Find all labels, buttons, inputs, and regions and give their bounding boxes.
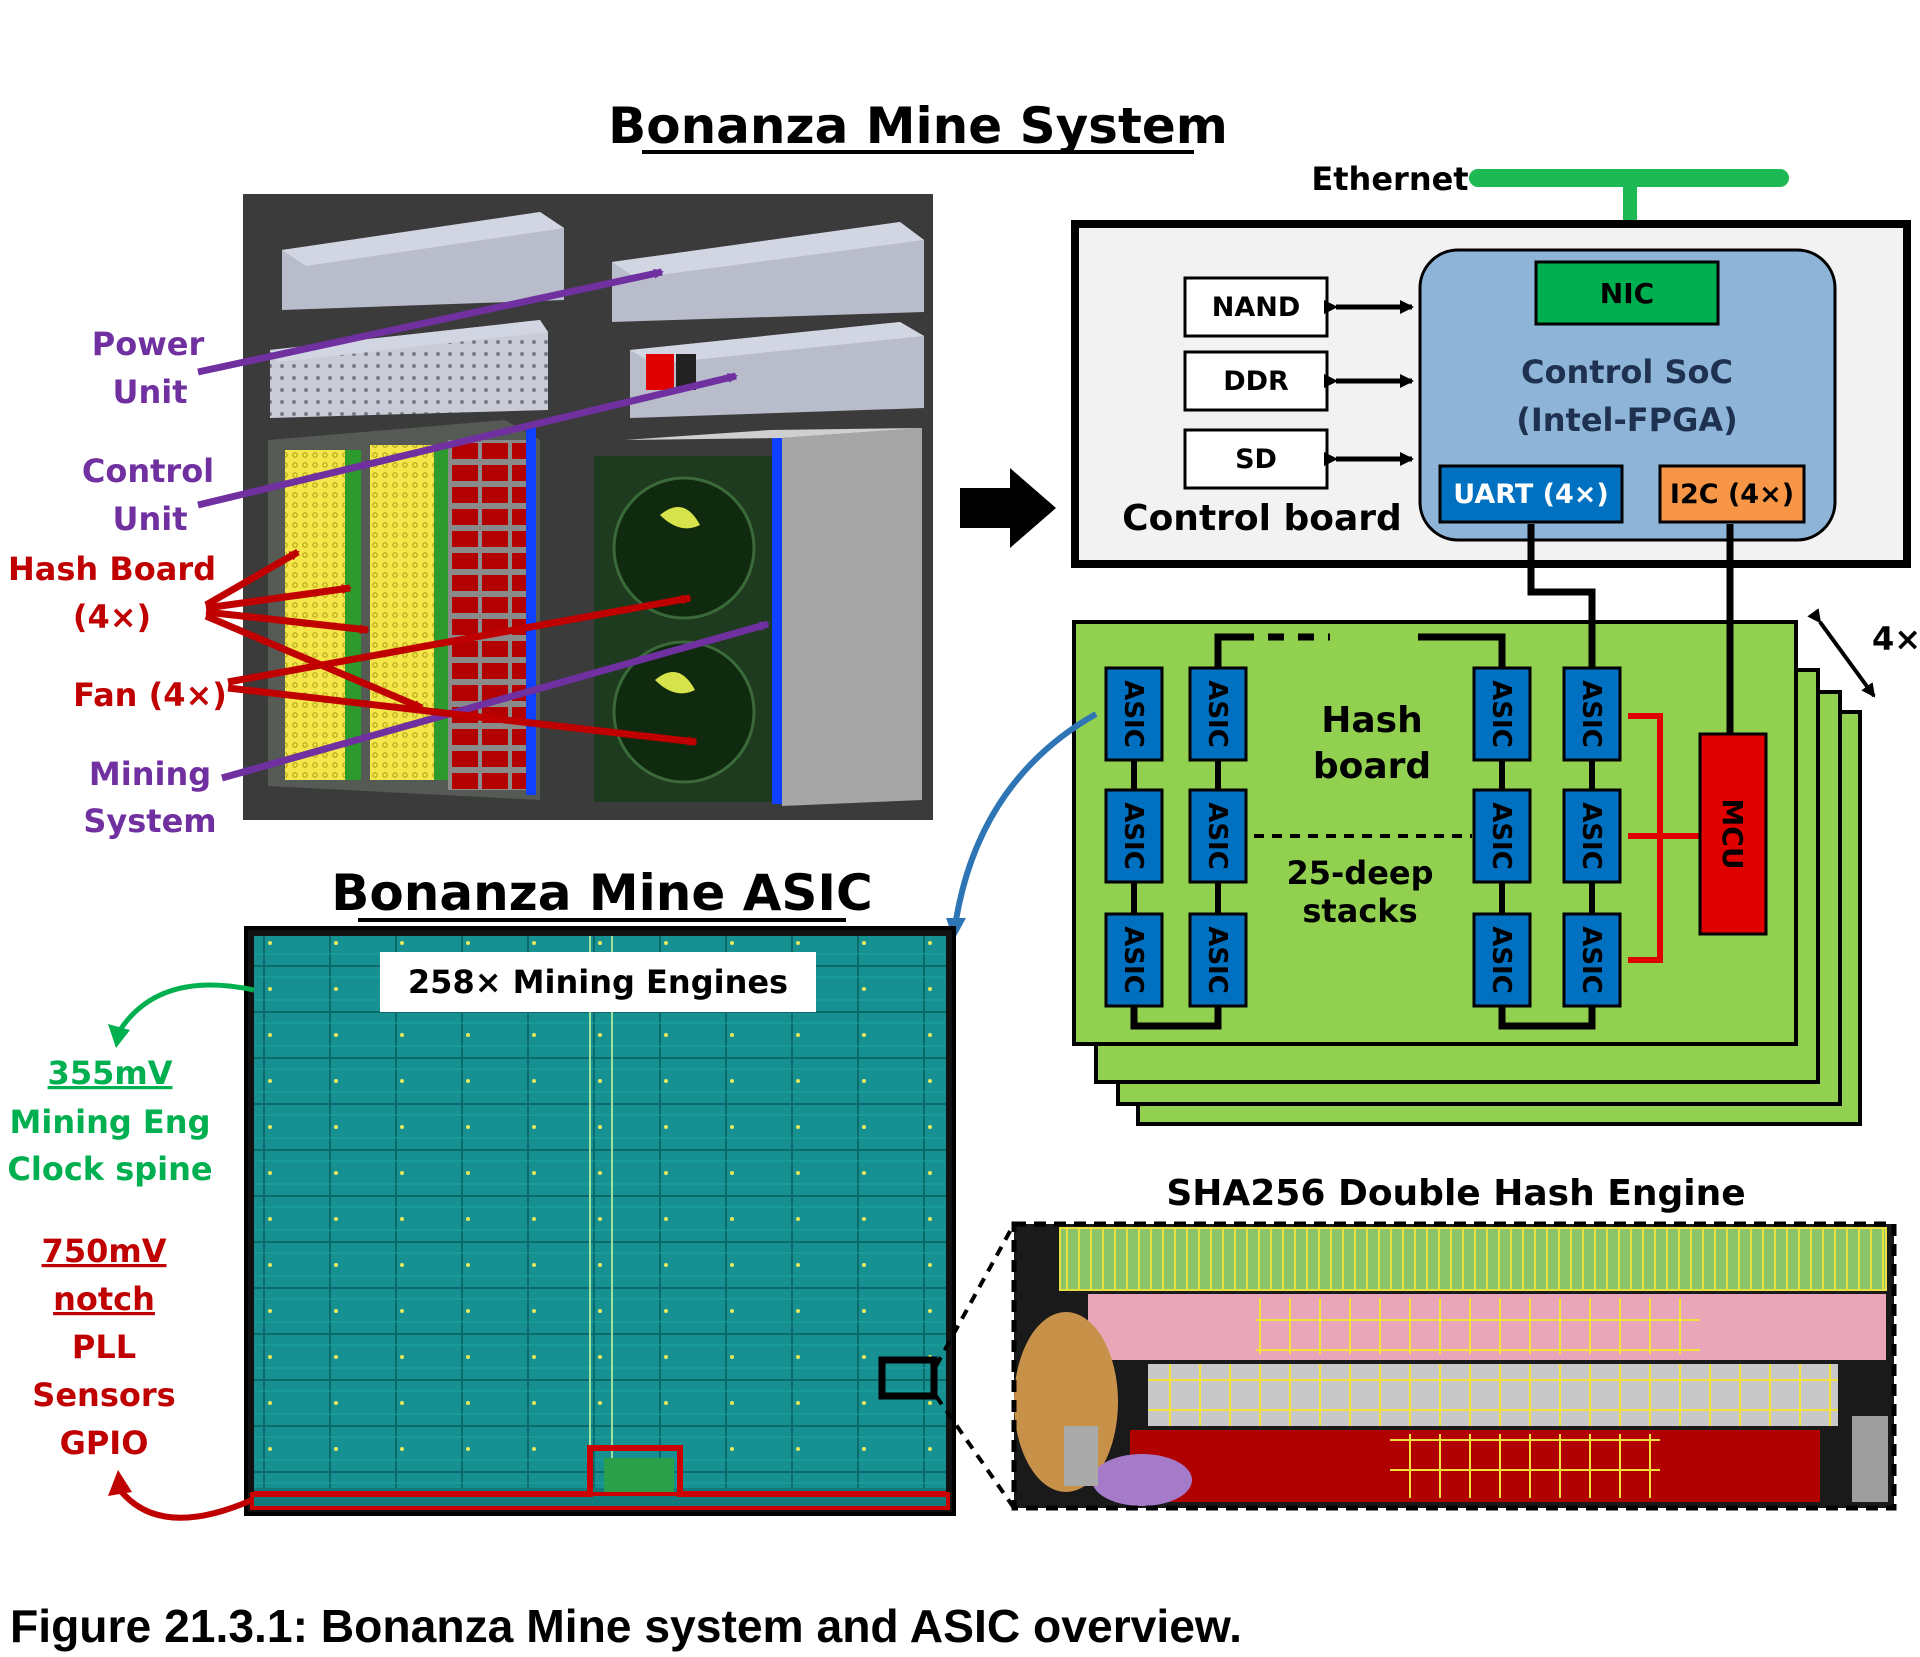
asic-chip <box>1562 912 1622 1008</box>
hash-board-stack: ASIC ASIC ASIC ASIC ASIC ASIC ASIC ASIC ASIC ASIC… <box>1072 524 1920 1126</box>
figure-caption: Figure 21.3.1: Bonanza Mine system and A… <box>10 1600 1242 1652</box>
stack-label-1: 25-deep <box>1286 854 1433 892</box>
svg-text:NIC: NIC <box>1600 277 1654 310</box>
asic-chip-label: ASIC <box>1202 926 1232 994</box>
zoom-arrow <box>953 711 1098 921</box>
hash-engine-title: SHA256 Double Hash Engine <box>1166 1173 1745 1214</box>
notch-domain-label: 750mV notch PLL Sensors GPIO <box>32 1232 175 1462</box>
svg-text:GPIO: GPIO <box>60 1424 149 1462</box>
svg-text:Power: Power <box>92 325 205 363</box>
hash-board-title-2: board <box>1313 746 1431 787</box>
asic-chip-label: ASIC <box>1118 802 1148 870</box>
svg-text:Clock spine: Clock spine <box>7 1150 212 1188</box>
svg-text:Unit: Unit <box>112 373 187 411</box>
nand-block <box>1183 276 1329 338</box>
uart-block <box>1438 464 1624 524</box>
purple-pointer-arrows <box>197 268 770 782</box>
svg-text:NAND: NAND <box>1212 292 1301 323</box>
asic-chip-label: ASIC <box>1576 926 1606 994</box>
ethernet-label: Ethernet <box>1311 160 1468 198</box>
stack-label-2: stacks <box>1302 892 1417 930</box>
asic-chip-label: ASIC <box>1118 680 1148 748</box>
mining-eng-domain-label: 355mV Mining Eng Clock spine <box>7 1054 212 1188</box>
asic-chip-label: ASIC <box>1486 680 1516 748</box>
nic-block <box>1534 260 1720 326</box>
red-curve-arrow <box>117 1488 254 1521</box>
control-unit-label: Control Unit <box>82 452 214 538</box>
asic-chip <box>1472 788 1532 884</box>
asic-chip <box>1188 666 1248 762</box>
svg-text:DDR: DDR <box>1223 366 1289 397</box>
red-pointer-arrows <box>204 548 698 747</box>
asic-chip-label: ASIC <box>1576 802 1606 870</box>
engines-label: 258× Mining Engines <box>408 963 788 1001</box>
svg-text:(Intel-FPGA): (Intel-FPGA) <box>1516 401 1738 439</box>
asic-chip <box>1104 666 1164 762</box>
asic-chip <box>1472 666 1532 762</box>
asic-chips: ASIC ASIC ASIC ASIC ASIC ASIC ASIC ASIC ASIC ASIC… <box>1104 666 1622 1008</box>
hash-board-label: Hash Board (4×) <box>8 550 216 636</box>
engines-label-box <box>380 952 816 1012</box>
power-unit-label: Power Unit <box>92 325 205 411</box>
svg-text:Control SoC: Control SoC <box>1521 353 1733 391</box>
asic-chip-label: ASIC <box>1202 802 1232 870</box>
svg-text:Hash Board: Hash Board <box>8 550 216 588</box>
hash-board-title-1: Hash <box>1321 700 1422 741</box>
fan-label: Fan (4×) <box>73 676 227 714</box>
asic-chip-label: ASIC <box>1486 802 1516 870</box>
hash-board-multiplier: 4× <box>1872 620 1920 658</box>
svg-text:355mV: 355mV <box>48 1054 173 1092</box>
mcu-block <box>1698 732 1768 936</box>
asic-chip <box>1562 788 1622 884</box>
asic-chip-label: ASIC <box>1118 926 1148 994</box>
asic-title: Bonanza Mine ASIC <box>331 864 872 922</box>
asic-chip-label: ASIC <box>1576 680 1606 748</box>
hash-engine-floorplan <box>934 1221 1897 1511</box>
asic-chip <box>1104 912 1164 1008</box>
svg-text:Control: Control <box>82 452 214 490</box>
svg-text:MCU: MCU <box>1716 798 1749 869</box>
fan-icon <box>612 476 756 620</box>
asic-die: 258× Mining Engines <box>244 926 956 1516</box>
mining-system-label: Mining System <box>83 755 216 840</box>
svg-text:750mV: 750mV <box>42 1232 167 1270</box>
asic-chip <box>1562 666 1622 762</box>
svg-text:Sensors: Sensors <box>32 1376 175 1414</box>
svg-text:(4×): (4×) <box>73 598 151 636</box>
svg-text:PLL: PLL <box>72 1328 136 1366</box>
svg-text:Mining: Mining <box>89 755 211 793</box>
svg-text:System: System <box>83 802 216 840</box>
control-board: Ethernet NIC Control SoC (Intel-FPGA) UA… <box>1071 160 1911 568</box>
svg-text:UART (4×): UART (4×) <box>1453 479 1608 510</box>
svg-text:Unit: Unit <box>112 500 187 538</box>
i2c-block <box>1658 464 1806 524</box>
svg-text:notch: notch <box>53 1280 155 1318</box>
asic-chip <box>1104 788 1164 884</box>
fan-icon <box>612 640 756 784</box>
asic-chip <box>1188 912 1248 1008</box>
asic-chip <box>1188 788 1248 884</box>
svg-text:I2C (4×): I2C (4×) <box>1670 479 1794 510</box>
asic-chip <box>1472 912 1532 1008</box>
asic-chip-label: ASIC <box>1202 680 1232 748</box>
green-curve-arrow <box>117 982 255 1032</box>
flow-arrow <box>960 468 1056 548</box>
system-title: Bonanza Mine System <box>608 97 1228 155</box>
control-board-label: Control board <box>1122 498 1402 539</box>
asic-chip-label: ASIC <box>1486 926 1516 994</box>
svg-text:SD: SD <box>1235 444 1277 475</box>
svg-text:Mining Eng: Mining Eng <box>10 1103 211 1141</box>
